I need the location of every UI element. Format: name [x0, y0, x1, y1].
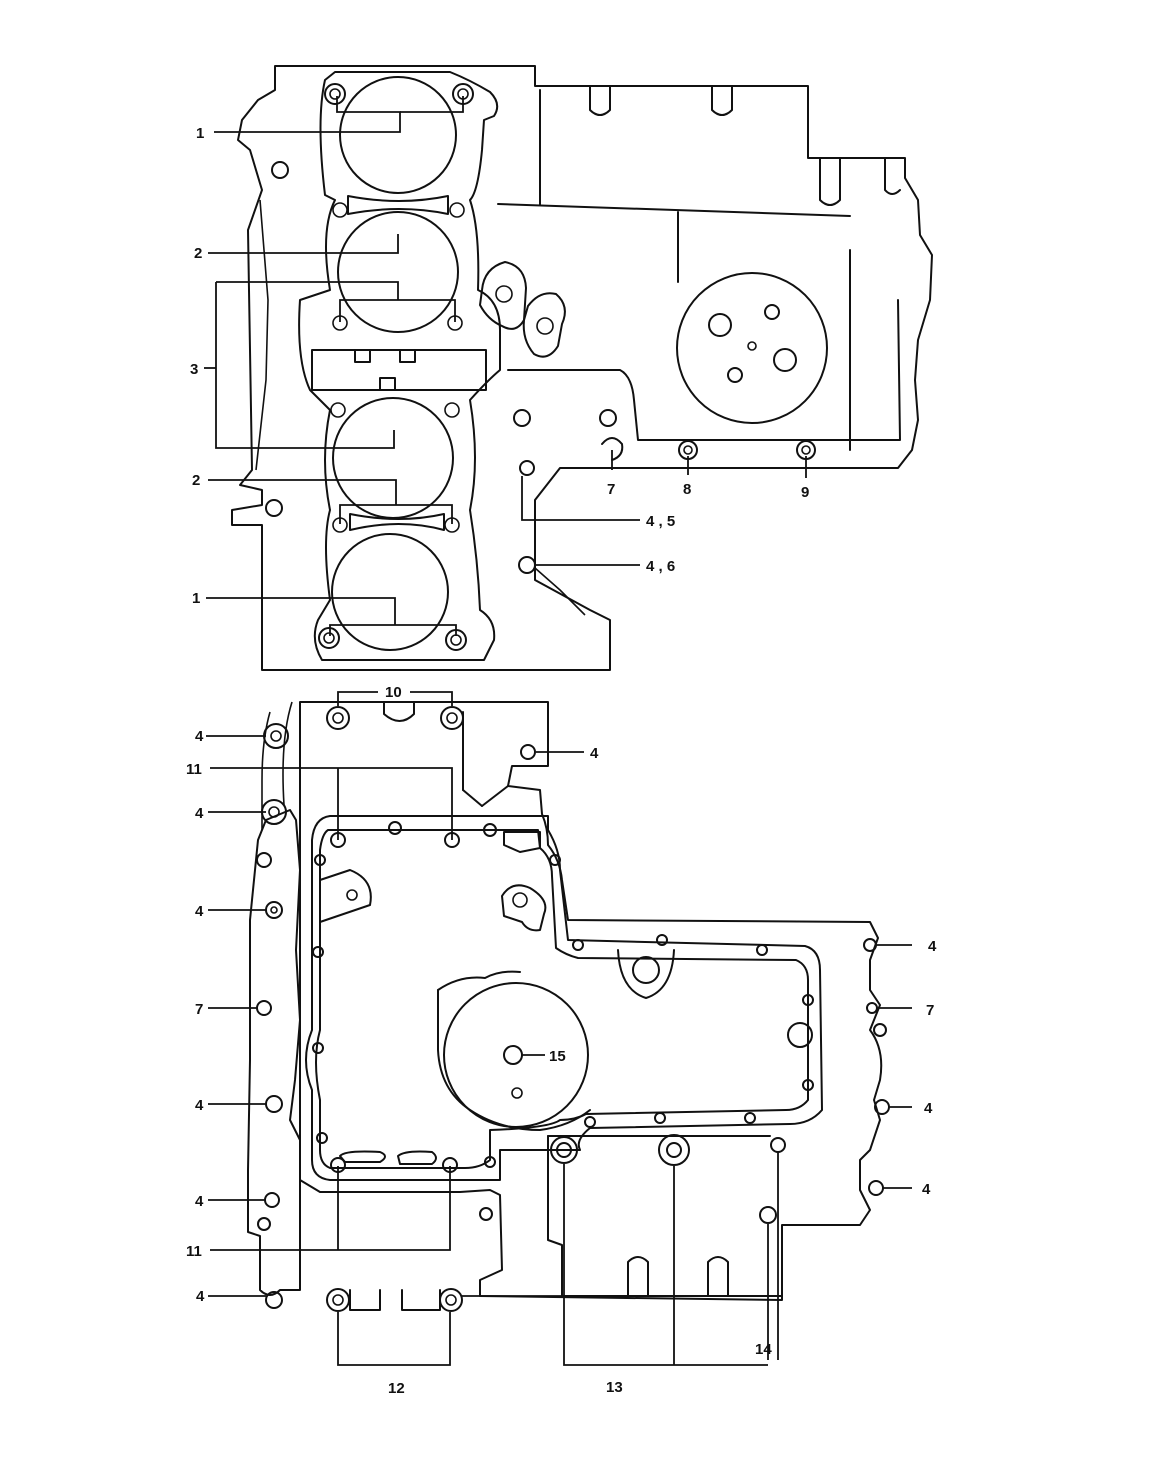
callout-7-right: 7: [926, 1002, 934, 1019]
bore-4: [331, 533, 449, 651]
callout-4-right-a: 4: [928, 938, 937, 955]
callout-11-bottom: 11: [186, 1243, 202, 1260]
callout-4-left-c: 4: [195, 903, 204, 920]
callout-1-top: 1: [196, 125, 204, 142]
timing-cover-gasket: [676, 272, 828, 424]
callout-9: 9: [801, 484, 809, 501]
upper-crankcase-view: [204, 65, 933, 671]
callout-7-left: 7: [195, 1001, 203, 1018]
callout-15: 15: [549, 1048, 566, 1065]
lower-crankcase-outline: [247, 701, 883, 1301]
callout-11-top: 11: [186, 761, 202, 778]
callout-4-6: 4 , 6: [646, 558, 675, 575]
upper-crankcase-outline: [231, 65, 933, 671]
callout-3: 3: [190, 361, 198, 378]
callout-4-left-d: 4: [195, 1097, 204, 1114]
callout-7-top: 7: [607, 481, 615, 498]
callout-4-left-b: 4: [195, 805, 204, 822]
callout-4-right-c: 4: [922, 1181, 931, 1198]
callout-13: 13: [606, 1379, 623, 1396]
callout-4-left-e: 4: [195, 1193, 204, 1210]
callout-2-top: 2: [194, 245, 202, 262]
cylinder-head-gasket: [298, 71, 501, 661]
callout-1-lower: 1: [192, 590, 200, 607]
oil-strainer-cover: [443, 982, 589, 1128]
callout-10: 10: [385, 684, 402, 701]
callout-4-5: 4 , 5: [646, 513, 675, 530]
callout-2-lower: 2: [192, 472, 200, 489]
callout-14: 14: [755, 1341, 772, 1358]
callout-4-left-f: 4: [196, 1288, 205, 1305]
callout-12: 12: [388, 1380, 405, 1397]
oil-pan-gasket: [305, 815, 823, 1181]
callout-8: 8: [683, 481, 691, 498]
lower-crankcase-view: [206, 691, 912, 1366]
bore-1: [339, 76, 457, 194]
callout-4-right-b: 4: [924, 1100, 933, 1117]
callout-4-top-right: 4: [590, 745, 599, 762]
bore-3: [332, 397, 454, 519]
callout-4-left-a: 4: [195, 728, 204, 745]
bore-2: [337, 211, 459, 333]
